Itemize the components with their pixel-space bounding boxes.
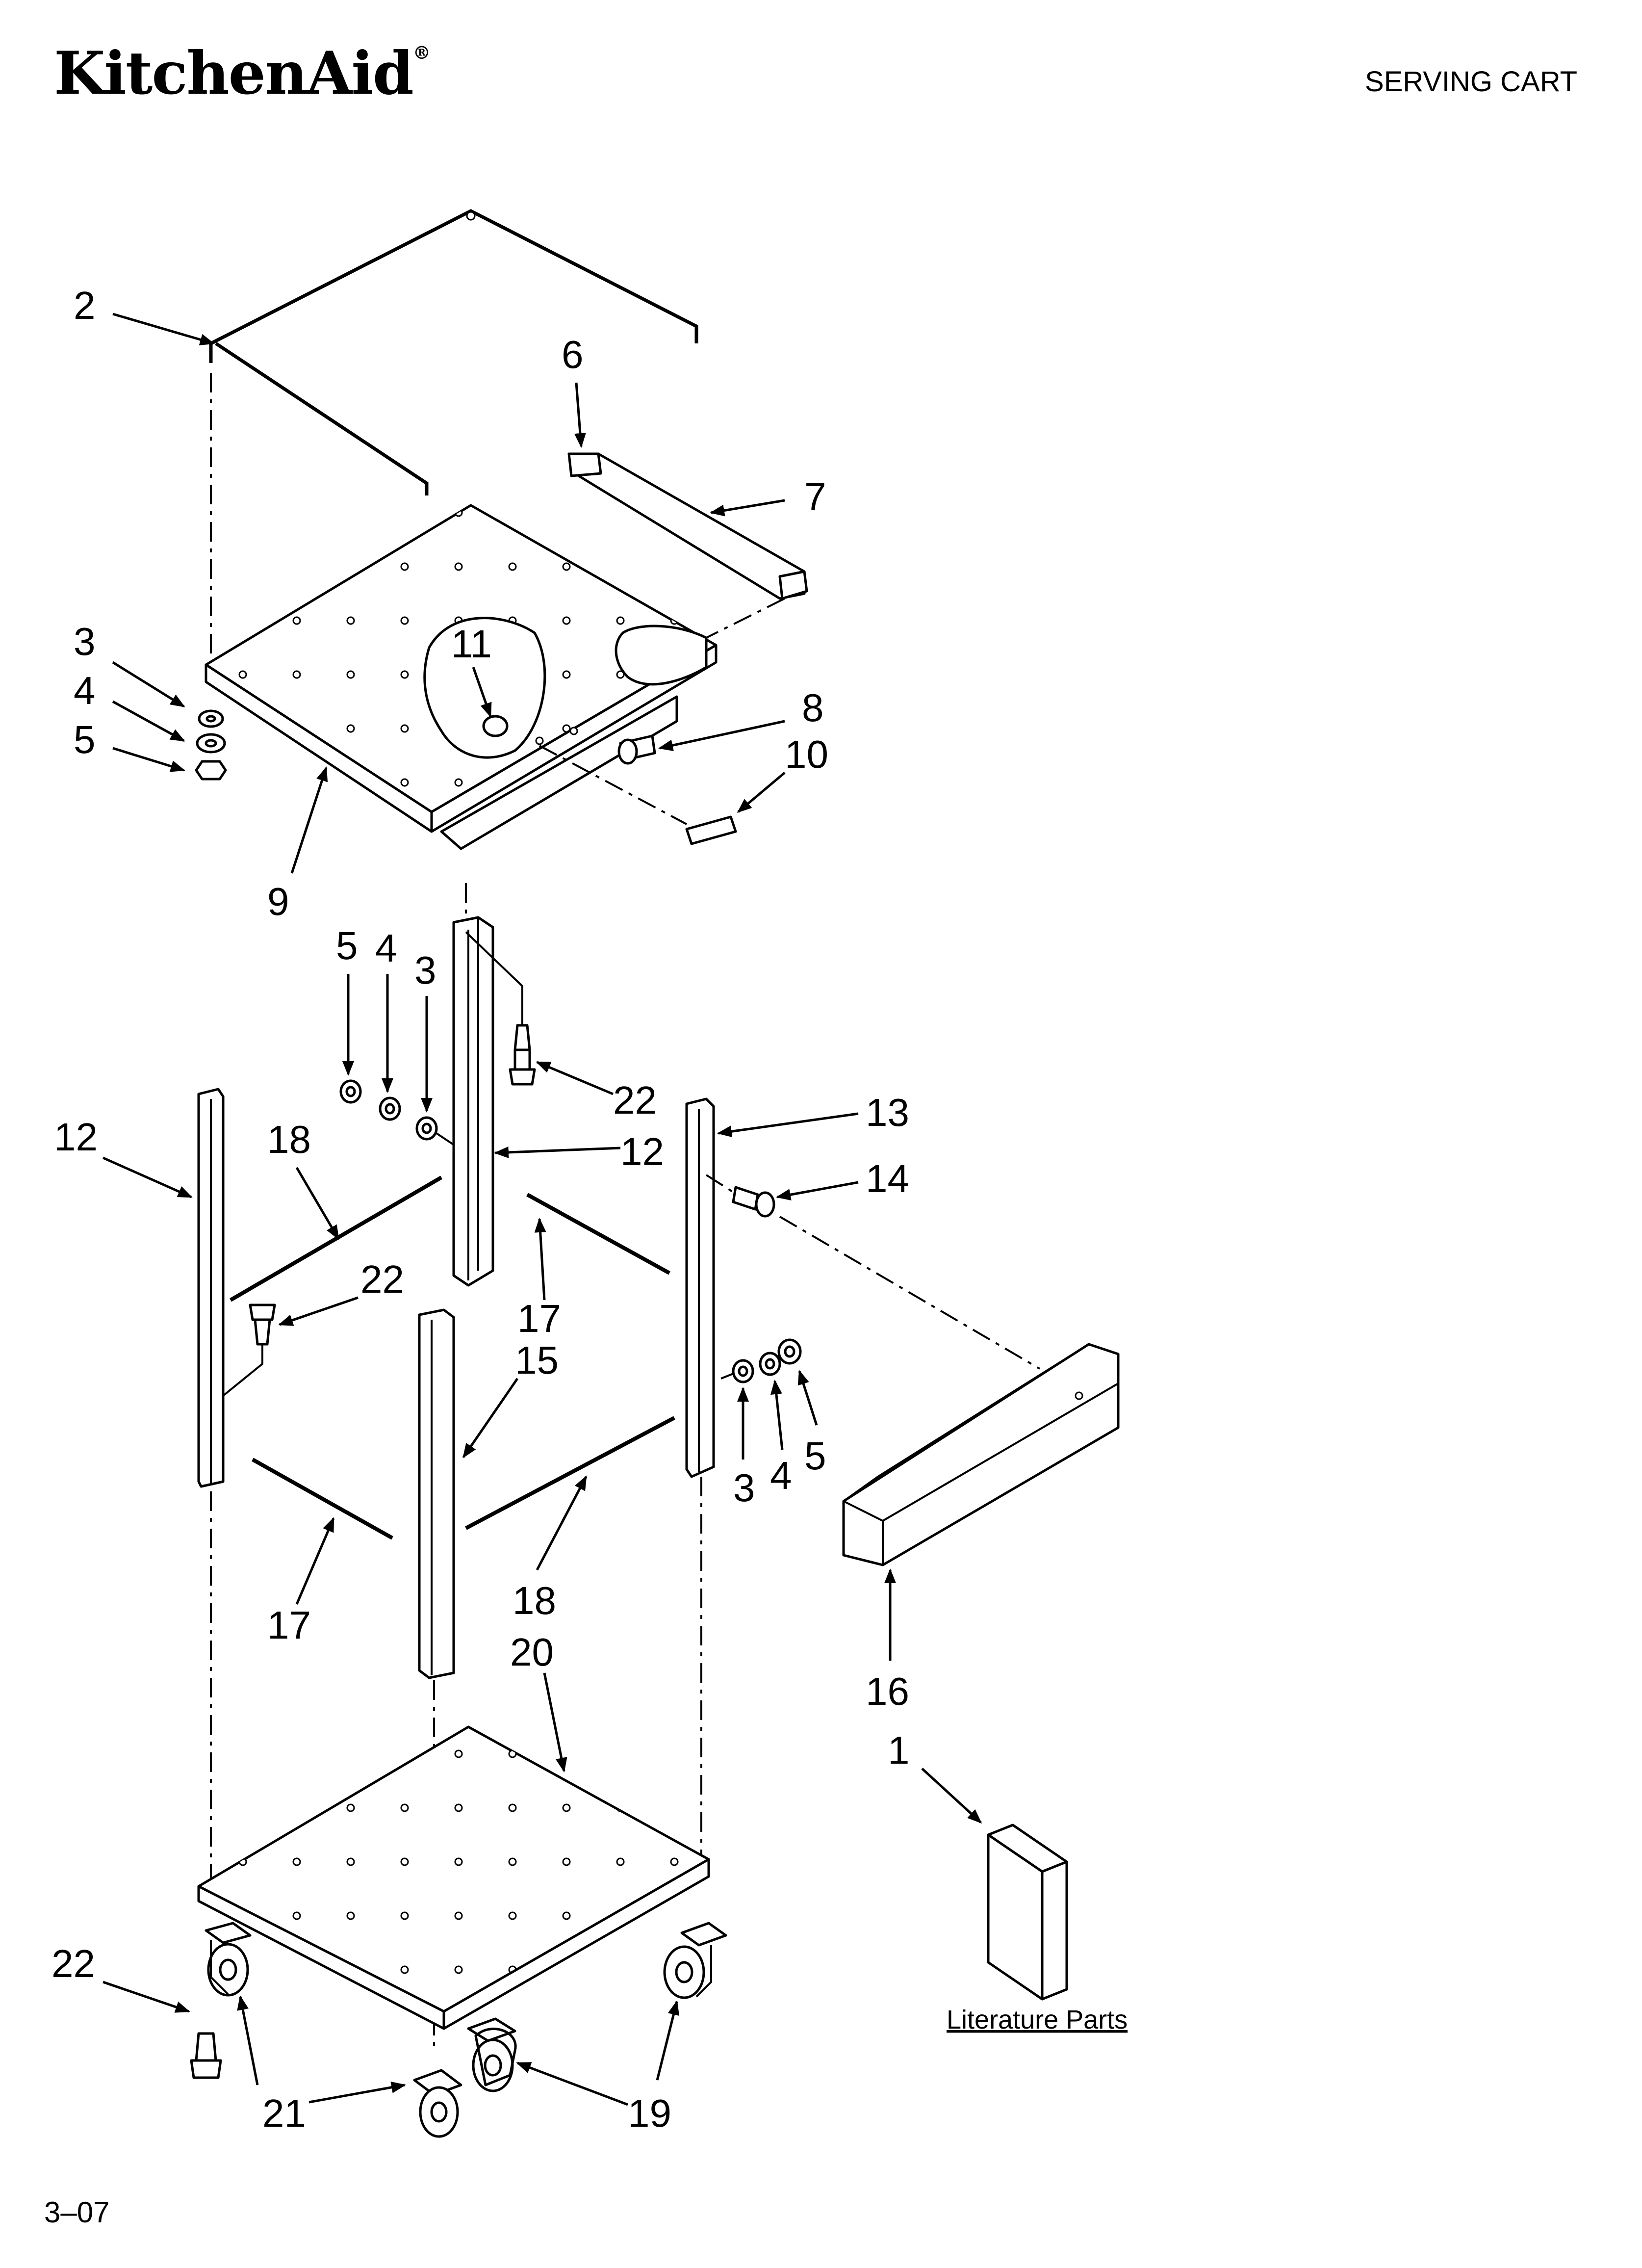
callout-3-right: 3	[733, 1466, 755, 1510]
brand-name: KitchenAid	[54, 39, 414, 108]
nameplate-part-10	[685, 815, 737, 845]
kitchenaid-logo: KitchenAid®	[54, 43, 431, 103]
handle-part-7	[567, 452, 808, 600]
handle-end-cap-part-6	[567, 452, 602, 477]
callout-11: 11	[451, 622, 492, 666]
rod-part-17-upper	[526, 1193, 670, 1275]
guide-line	[436, 1132, 460, 1149]
callout-14: 14	[866, 1157, 909, 1200]
callout-15: 15	[515, 1338, 559, 1382]
screw-part-22-lower	[190, 2032, 222, 2079]
caster-part-21-front	[413, 2069, 462, 2138]
screw-part-8	[617, 734, 656, 765]
callout-4: 4	[74, 669, 96, 712]
callout-19: 19	[628, 2091, 671, 2135]
caster-part-19-right	[663, 1922, 727, 1999]
callout-leaders	[102, 313, 982, 2106]
callout-10: 10	[785, 732, 828, 776]
callout-20: 20	[510, 1630, 554, 1674]
rod-part-17-lower	[252, 1458, 393, 1540]
screw-part-22-left	[249, 1303, 276, 1346]
basket-part-16	[842, 1343, 1120, 1566]
literature-parts-label: Literature Parts	[947, 2005, 1128, 2034]
rod-part-18-upper	[229, 1175, 443, 1302]
callout-9: 9	[267, 880, 289, 923]
callout-12-rear: 12	[620, 1130, 664, 1173]
footer-code: 3–07	[44, 2196, 110, 2229]
callout-6: 6	[562, 333, 584, 376]
callout-18-lower: 18	[513, 1579, 556, 1622]
registered-mark: ®	[412, 43, 431, 63]
callout-2: 2	[74, 284, 96, 327]
rod-part-18-lower	[465, 1416, 675, 1530]
guide-line	[720, 1373, 734, 1380]
callout-17-upper: 17	[517, 1297, 561, 1340]
post-part-12-rear	[452, 916, 523, 1287]
bottom-shelf-part-20	[197, 1725, 710, 2030]
screw-part-14	[732, 1186, 775, 1218]
screw-part-22-upper	[509, 1024, 536, 1086]
top-shelf-part-9	[205, 504, 718, 850]
callout-3-middle: 3	[414, 948, 436, 992]
callout-3: 3	[74, 620, 96, 663]
callout-numbers: 2 6 7 3 4 5 11 8 10 9 5 4 3 22 12 12 18 …	[51, 284, 1128, 2135]
caster-part-19-front	[467, 2017, 517, 2092]
guide-line	[222, 1339, 263, 1397]
callout-18-upper: 18	[267, 1118, 311, 1161]
callout-5-middle: 5	[336, 924, 358, 967]
callout-5: 5	[74, 718, 96, 761]
guide-line	[705, 1174, 734, 1193]
post-part-12-left	[197, 1088, 225, 1488]
callout-7: 7	[804, 475, 826, 519]
callout-13: 13	[866, 1091, 909, 1134]
fastener-stack-top	[195, 709, 227, 781]
literature-booklet-part-1	[987, 1824, 1068, 2001]
post-part-13-right	[685, 1097, 715, 1478]
page-title: SERVING CART	[1365, 66, 1577, 98]
callout-12-left: 12	[54, 1115, 98, 1159]
guide-line	[779, 1216, 1041, 1370]
callout-22-lower: 22	[51, 1942, 95, 1985]
caster-part-21-left	[205, 1922, 252, 1997]
fastener-stack-right	[732, 1338, 802, 1383]
guide-line	[539, 745, 687, 825]
callout-1: 1	[888, 1728, 910, 1772]
guide-line	[706, 598, 785, 639]
callout-21: 21	[262, 2091, 306, 2135]
callout-17-lower: 17	[267, 1603, 311, 1647]
callout-16: 16	[866, 1669, 909, 1713]
callout-5-right: 5	[804, 1434, 826, 1478]
callout-22-upper: 22	[613, 1078, 657, 1122]
callout-22-left: 22	[360, 1257, 404, 1301]
callout-4-right: 4	[770, 1454, 792, 1497]
fastener-stack-middle	[339, 1079, 438, 1141]
top-rail-part-2	[209, 209, 698, 495]
callout-4-middle: 4	[375, 926, 397, 970]
callout-8: 8	[802, 686, 824, 730]
post-part-15-front	[418, 1308, 455, 1679]
